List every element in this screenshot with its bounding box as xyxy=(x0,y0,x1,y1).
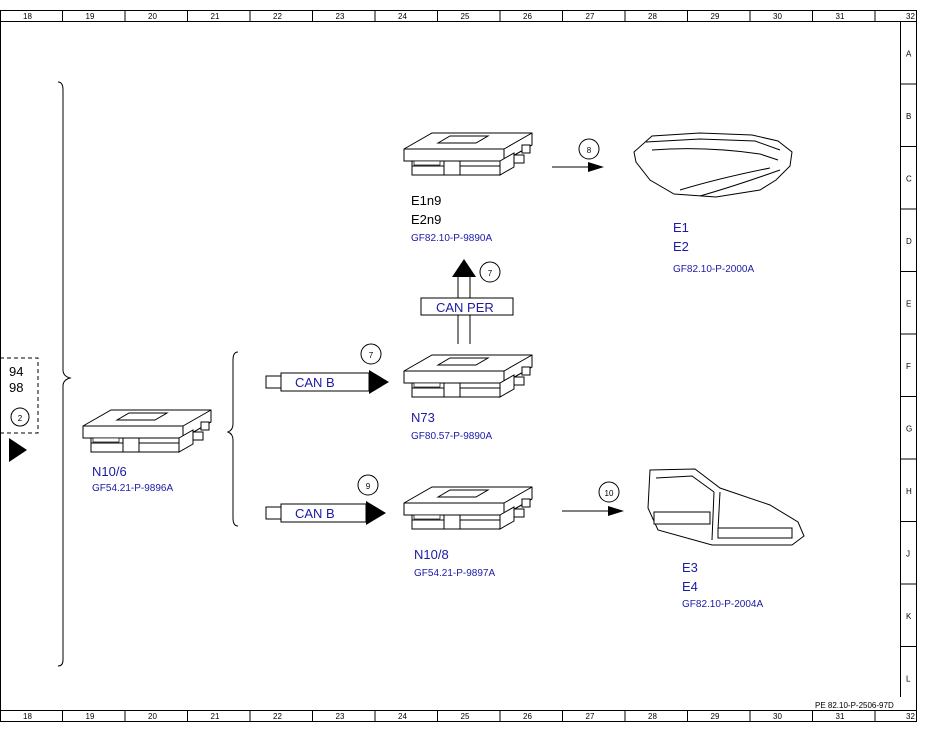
marker-7-can-per-circle xyxy=(479,261,501,283)
grid-column-label: 27 xyxy=(586,712,595,721)
grid-column-label: 20 xyxy=(148,12,157,21)
can-b-lower-label: CAN B xyxy=(295,506,335,521)
component-n73[interactable]: N73 GF80.57-P-9890A xyxy=(403,354,533,442)
grid-column-label: 26 xyxy=(523,712,532,721)
grid-column-label: 32 xyxy=(906,12,915,21)
can-per-arrow-icon xyxy=(452,259,476,277)
grid-column-label: 25 xyxy=(461,712,470,721)
grid-column-label: 21 xyxy=(211,712,220,721)
headlamp-icon xyxy=(633,132,793,198)
taillamp-doc-link[interactable]: GF82.10-P-2004A xyxy=(682,599,763,610)
headlamp-connection[interactable]: 8 xyxy=(552,138,604,172)
grid-column-label: 28 xyxy=(648,712,657,721)
marker-7-upper: 7 xyxy=(369,351,374,360)
n10-6-name: N10/6 xyxy=(92,464,127,479)
offpage-ref-98: 98 xyxy=(9,380,23,395)
grid-row-label: A xyxy=(906,50,912,59)
grid-column-label: 23 xyxy=(336,712,345,721)
grid-column-label: 25 xyxy=(461,12,470,21)
can-b-upper-arrow-icon xyxy=(369,370,389,394)
grid-column-label: 26 xyxy=(523,12,532,21)
marker-7-upper-circle xyxy=(360,343,382,365)
grid-row-label: G xyxy=(906,425,912,434)
grid-row-label: L xyxy=(906,675,911,684)
e2-name: E2 xyxy=(673,239,689,254)
grid-column-label: 24 xyxy=(398,12,407,21)
grid-row-label: E xyxy=(906,300,911,309)
n10-6-doc-link[interactable]: GF54.21-P-9896A xyxy=(92,483,173,494)
grid-column-label: 27 xyxy=(586,12,595,21)
grid-row-label: B xyxy=(906,112,911,121)
grid-column-label: 32 xyxy=(906,712,915,721)
marker-9: 9 xyxy=(366,482,371,491)
e2n9-name: E2n9 xyxy=(411,212,441,227)
column-labels-bottom: 18 19 20 21 22 23 24 25 26 27 28 29 30 31 32 xyxy=(23,710,915,721)
grid-column-label: 19 xyxy=(86,12,95,21)
component-headlamp[interactable]: E1 E2 GF82.10-P-2000A xyxy=(633,132,793,275)
middle-bracket xyxy=(226,351,239,527)
marker-10: 10 xyxy=(605,489,614,498)
left-bracket xyxy=(57,81,72,667)
offpage-reference[interactable]: 94 98 2 xyxy=(0,357,39,462)
grid-column-label: 18 xyxy=(23,712,32,721)
grid-column-label: 21 xyxy=(211,12,220,21)
grid-row-label: C xyxy=(906,175,912,184)
can-b-lower-connection[interactable]: CAN B 9 xyxy=(265,474,386,525)
component-taillamp[interactable]: E3 E4 GF82.10-P-2004A xyxy=(647,468,805,610)
marker-8: 8 xyxy=(587,146,592,155)
grid-column-label: 20 xyxy=(148,712,157,721)
can-per-connection[interactable]: CAN PER 7 xyxy=(420,259,514,344)
grid-column-label: 23 xyxy=(336,12,345,21)
grid-column-label: 22 xyxy=(273,12,282,21)
grid-column-label: 22 xyxy=(273,712,282,721)
e1n9-name: E1n9 xyxy=(411,193,441,208)
n73-name: N73 xyxy=(411,410,435,425)
offpage-circle-number: 2 xyxy=(18,414,23,423)
component-e1n9[interactable]: E1n9 E2n9 GF82.10-P-9890A xyxy=(403,132,533,244)
e1n9-doc-link[interactable]: GF82.10-P-9890A xyxy=(411,233,492,244)
can-per-label: CAN PER xyxy=(436,300,494,315)
grid-row-label: H xyxy=(906,487,912,496)
grid-row-label: F xyxy=(906,362,911,371)
grid-row-label: J xyxy=(906,550,910,559)
can-b-upper-connection[interactable]: CAN B 7 xyxy=(265,343,389,394)
n73-doc-link[interactable]: GF80.57-P-9890A xyxy=(411,431,492,442)
n10-8-doc-link[interactable]: GF54.21-P-9897A xyxy=(414,568,495,579)
marker-7-can-per: 7 xyxy=(488,269,493,278)
offpage-circle xyxy=(10,407,30,427)
row-labels-right: A B C D E F G H J K L xyxy=(900,50,916,684)
component-n10-6[interactable]: N10/6 GF54.21-P-9896A xyxy=(82,409,212,494)
e1-name: E1 xyxy=(673,220,689,235)
e4-name: E4 xyxy=(682,579,698,594)
grid-column-label: 18 xyxy=(23,12,32,21)
taillamp-arrow-icon xyxy=(608,506,624,516)
grid-column-label: 31 xyxy=(836,12,845,21)
offpage-ref-94: 94 xyxy=(9,364,23,379)
grid-column-label: 30 xyxy=(773,712,782,721)
grid-column-label: 28 xyxy=(648,12,657,21)
page-reference: PE 82.10-P-2506-97D xyxy=(815,701,894,710)
headlamp-doc-link[interactable]: GF82.10-P-2000A xyxy=(673,264,754,275)
grid-column-label: 24 xyxy=(398,712,407,721)
marker-9-circle xyxy=(357,474,379,496)
n10-8-name: N10/8 xyxy=(414,547,449,562)
grid-row-label: K xyxy=(906,612,912,621)
headlamp-arrow-icon xyxy=(588,162,604,172)
marker-8-circle xyxy=(578,138,600,160)
grid-column-label: 29 xyxy=(711,712,720,721)
grid-column-label: 29 xyxy=(711,12,720,21)
grid-column-label: 30 xyxy=(773,12,782,21)
e3-name: E3 xyxy=(682,560,698,575)
marker-10-circle xyxy=(598,481,620,503)
grid-row-label: D xyxy=(906,237,912,246)
component-n10-8[interactable]: N10/8 GF54.21-P-9897A xyxy=(403,486,533,579)
grid-column-label: 19 xyxy=(86,712,95,721)
column-labels-top: 18 19 20 21 22 23 24 25 26 27 28 29 30 31 32 xyxy=(23,10,915,21)
taillamp-connection[interactable]: 10 xyxy=(562,481,624,516)
can-b-upper-label: CAN B xyxy=(295,375,335,390)
offpage-arrow-icon xyxy=(9,438,27,462)
can-b-lower-arrow-icon xyxy=(366,501,386,525)
grid-column-label: 31 xyxy=(836,712,845,721)
